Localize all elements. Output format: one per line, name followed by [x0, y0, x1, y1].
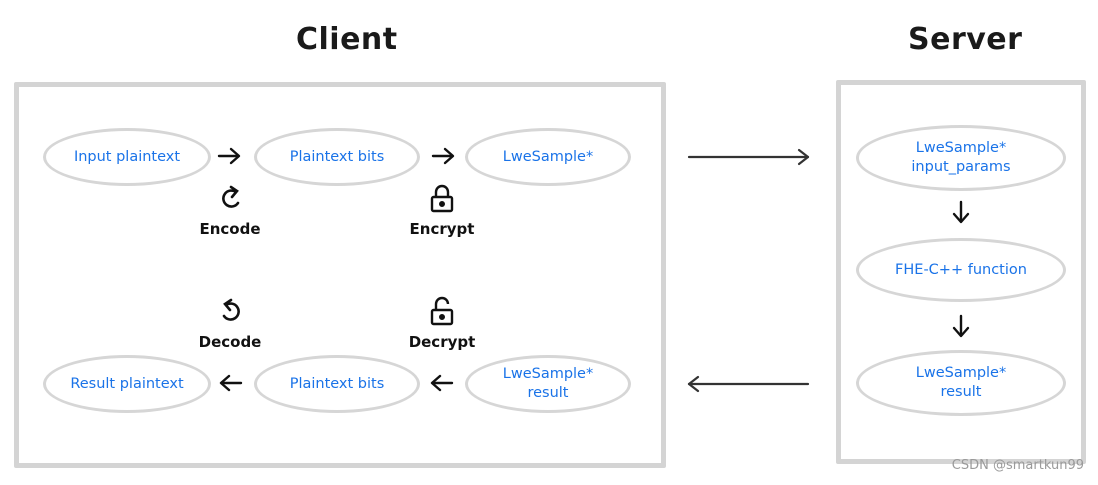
lwesample-result-node-server: LweSample* result — [856, 350, 1066, 416]
arrow-right-icon — [217, 147, 241, 165]
arrow-down-icon — [952, 314, 970, 338]
redo-icon — [222, 185, 240, 208]
return-to-client-arrow — [687, 375, 810, 393]
lock-closed-icon — [430, 184, 454, 213]
client-title: Client — [296, 22, 398, 57]
input-plaintext-node: Input plaintext — [43, 128, 211, 186]
watermark: CSDN @smartkun99 — [951, 458, 1084, 473]
arrow-left-icon — [219, 374, 243, 392]
decode-label: Decode — [198, 333, 262, 351]
server-title: Server — [908, 22, 1023, 57]
fhe-function-node: FHE-C++ function — [856, 238, 1066, 302]
plaintext-bits-node-top: Plaintext bits — [254, 128, 420, 186]
lwesample-node-top: LweSample* — [465, 128, 631, 186]
undo-icon — [222, 298, 240, 321]
lwesample-result-node-client: LweSample* result — [465, 355, 631, 413]
result-plaintext-node: Result plaintext — [43, 355, 211, 413]
lock-open-icon — [430, 296, 454, 326]
decrypt-label: Decrypt — [408, 333, 476, 351]
arrow-left-icon — [430, 374, 454, 392]
encrypt-label: Encrypt — [409, 220, 475, 238]
encode-label: Encode — [199, 220, 261, 238]
lwesample-input-params-node: LweSample* input_params — [856, 125, 1066, 191]
arrow-down-icon — [952, 200, 970, 224]
send-to-server-arrow — [687, 148, 810, 166]
arrow-right-icon — [431, 147, 455, 165]
plaintext-bits-node-bottom: Plaintext bits — [254, 355, 420, 413]
